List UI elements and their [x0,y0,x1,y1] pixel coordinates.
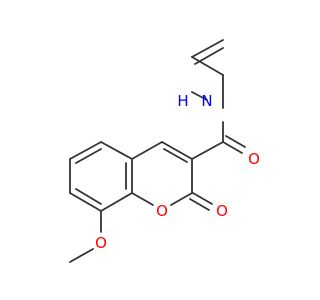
bond [69,248,94,263]
bond [222,141,243,154]
bond [191,91,208,101]
atom-label-amide-oxygen: O [248,150,260,168]
bonds [69,39,246,263]
atom-label-methoxy-oxygen: O [95,234,107,252]
atom-label-nitrogen: N [201,92,212,110]
bond [69,192,102,212]
molecule-diagram: N H O O O O [69,39,260,263]
bond [131,192,154,206]
bond [170,192,193,206]
bond [191,56,224,76]
atom-label-lactone-oxygen: O [216,202,228,220]
atom-label-ring-oxygen: O [156,202,168,220]
bond [100,141,133,160]
bond [189,198,210,211]
bond [194,47,224,65]
bond [163,148,188,163]
bond [192,192,213,205]
bond [161,141,193,160]
atom-labels: N H O O O O [95,92,260,252]
bond [191,39,224,58]
bond [75,148,102,164]
bond [225,135,246,148]
bond [69,141,102,160]
bond [191,141,224,160]
atom-label-hydrogen: H [177,92,188,110]
bond [75,188,102,205]
bond [100,192,133,212]
bond [131,141,163,160]
